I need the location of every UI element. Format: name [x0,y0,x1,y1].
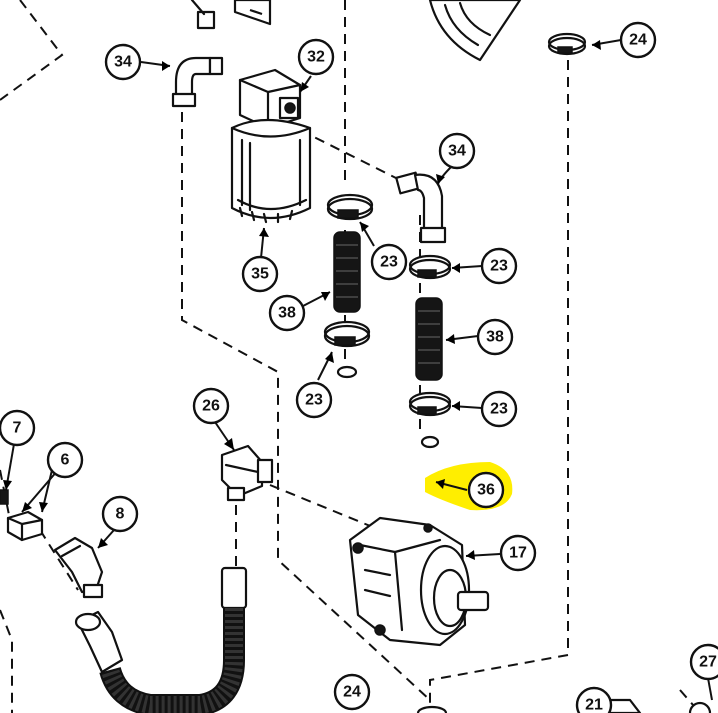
filter-head [238,68,302,130]
leader-arrows [3,39,713,701]
assembly-dash-lines [0,0,701,713]
callout-label: 8 [116,506,125,523]
hose-clamp-right-upper [408,254,452,280]
suction-tube [336,365,440,489]
fitting-8 [53,536,104,599]
hydraulic-pump [348,516,490,647]
callout-23-upper-right: 23 [480,247,518,285]
fitting-6 [6,510,44,542]
callout-24-bottom: 24 [333,673,371,711]
callout-35: 35 [241,255,279,293]
hose-section-right [415,297,443,381]
callout-label: 27 [699,654,717,671]
hose-clamp-right-lower [408,391,452,417]
hose-section-left [333,231,361,313]
callout-23-upper-left: 23 [370,243,408,281]
callout-24-top: 24 [619,21,657,59]
callout-label: 34 [114,54,132,71]
callout-38-right: 38 [476,318,514,356]
callout-label: 34 [448,143,466,160]
callout-label: 23 [380,254,398,271]
callout-label: 24 [629,32,647,49]
callout-label: 35 [251,266,269,283]
elbow-fitting-top-left [171,56,224,108]
callout-36: 36 [467,471,505,509]
callout-label: 23 [490,258,508,275]
callout-label: 26 [202,398,220,415]
callout-label: 36 [477,482,495,499]
filter-cartridge [230,118,312,224]
callout-17: 17 [499,534,537,572]
callout-label: 23 [490,401,508,418]
callout-8: 8 [101,495,139,533]
callout-23-lower-right: 23 [480,390,518,428]
hose-clamp-left-lower [323,320,371,348]
callout-23-lower-left: 23 [295,381,333,419]
callout-label: 21 [585,697,603,713]
callout-26: 26 [192,387,230,425]
callout-label: 6 [61,452,70,469]
callout-label: 32 [307,49,325,66]
fitting-7 [0,489,9,505]
elbow-fitting-26 [220,444,274,502]
callout-27: 27 [689,643,718,681]
callout-21: 21 [575,686,613,713]
callout-label: 38 [486,329,504,346]
hose-assembly [74,566,248,713]
callout-label: 24 [343,684,361,701]
callout-38-left: 38 [268,294,306,332]
callout-label: 38 [278,305,296,322]
callout-34-right: 34 [438,132,476,170]
hose-clamp-upper [326,193,374,221]
callout-label: 23 [305,392,323,409]
callout-label: 7 [13,420,22,437]
bottom-fragments [416,698,712,713]
callout-7: 7 [0,409,36,447]
hose-clamp-top-right [547,32,587,56]
callout-6: 6 [46,441,84,479]
elbow-fitting-right [395,171,447,244]
top-bracket [190,0,522,62]
callout-label: 17 [509,545,527,562]
callout-32: 32 [297,38,335,76]
callout-34-top-left: 34 [104,43,142,81]
